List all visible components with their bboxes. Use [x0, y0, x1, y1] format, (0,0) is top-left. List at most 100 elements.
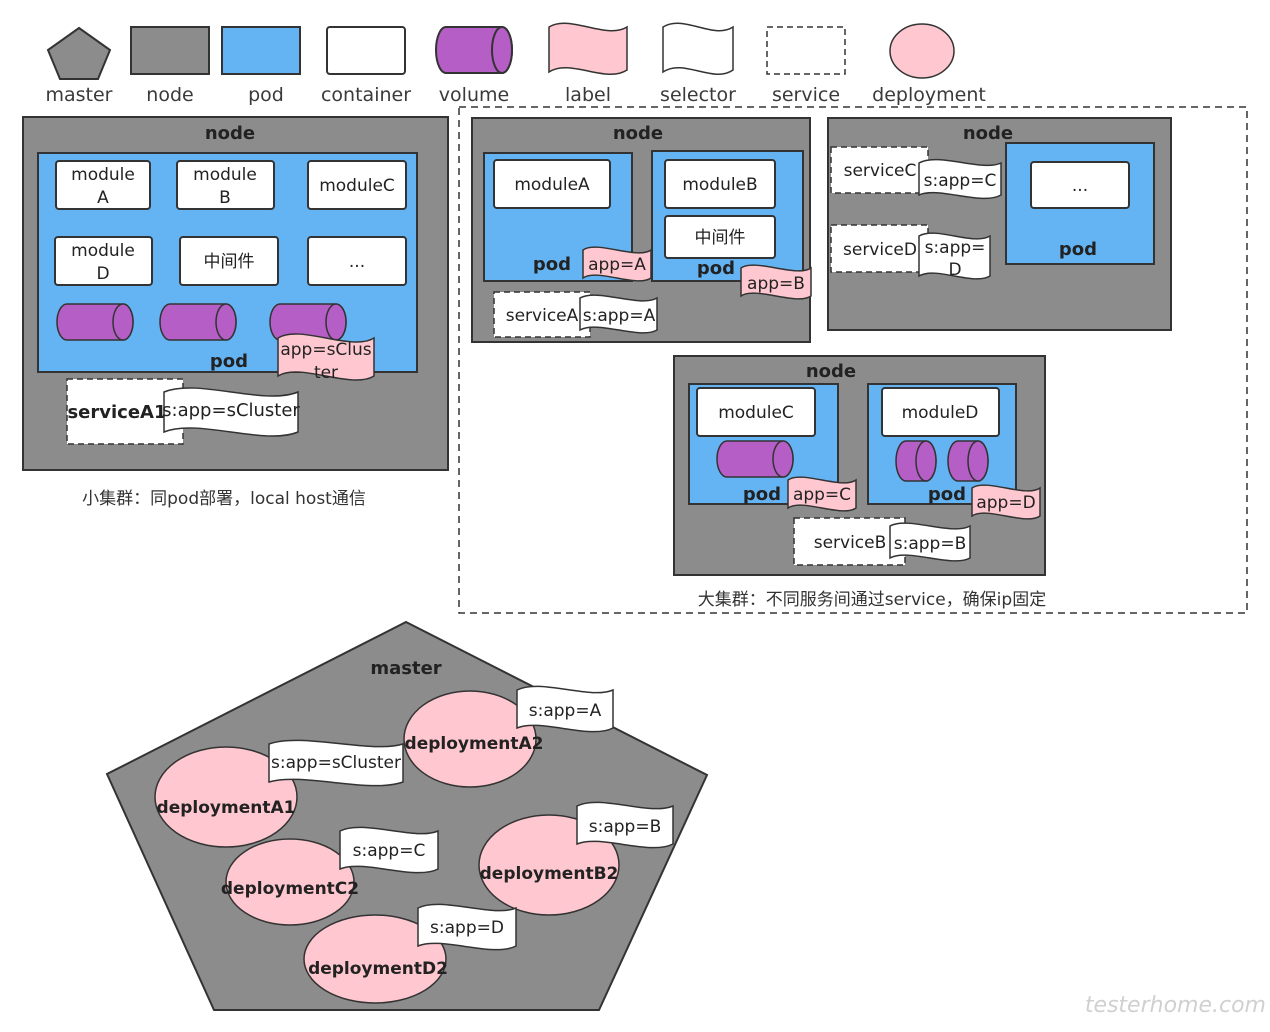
legend-volume-label: volume	[439, 84, 509, 106]
legend-container-label: container	[321, 84, 411, 106]
master: master deploymentA2 s:app=A deploymentA1…	[105, 620, 709, 1011]
deployment-b2-selector-text: s:app=B	[589, 817, 662, 837]
service-b-selector	[889, 522, 971, 562]
module-c-text: moduleC	[319, 176, 395, 196]
module-a-text-1: module	[71, 165, 135, 185]
legend-label-icon	[548, 22, 628, 75]
pod-node2-title: pod	[1059, 239, 1097, 260]
container-module-b	[176, 160, 275, 210]
service-a1-text: serviceA1	[67, 402, 166, 423]
legend-node-icon	[130, 26, 210, 75]
container-middleware	[179, 236, 279, 286]
service-a1-selector	[163, 387, 299, 437]
container-module-d-large	[881, 387, 1000, 437]
legend-master-label: master	[45, 84, 112, 106]
deployment-b2-text: deploymentB2	[480, 864, 619, 884]
deployment-c2	[225, 838, 355, 926]
pod-b-label	[740, 264, 812, 300]
small-pod-label-text-2: ter	[314, 363, 338, 383]
deployment-c2-selector	[339, 826, 439, 874]
pod-c-label	[787, 476, 857, 512]
middleware-text: 中间件	[204, 252, 255, 272]
service-a-text: serviceA	[506, 306, 579, 326]
more-text: ...	[349, 252, 365, 272]
large-cluster-boundary	[458, 106, 1248, 614]
large-node-2-title: node	[963, 123, 1013, 144]
service-b-selector-text: s:app=B	[894, 534, 967, 554]
module-d-large-text: moduleD	[902, 403, 979, 423]
legend-node-label: node	[146, 84, 193, 106]
pod-d-label-text: app=D	[976, 493, 1035, 513]
service-c	[830, 146, 929, 194]
small-cluster: node pod module A module B moduleC modul…	[22, 116, 449, 509]
deployment-a2-text: deploymentA2	[405, 734, 544, 754]
large-cluster-caption: 大集群：不同服务间通过service，确保ip固定	[698, 590, 1046, 610]
module-a-large-text: moduleA	[514, 175, 590, 195]
service-b	[793, 517, 906, 566]
deployment-a1	[154, 746, 298, 848]
container-module-a	[55, 160, 151, 210]
deployment-d2-selector	[417, 903, 517, 951]
deployment-b2-selector	[576, 801, 674, 849]
module-d-text-2: D	[96, 264, 109, 284]
large-cluster: node moduleA pod app=A moduleB 中间件 pod a…	[458, 106, 1248, 614]
watermark: testerhome.com	[1085, 993, 1266, 1018]
deployment-a1-selector	[268, 739, 404, 787]
pod-c-label-text: app=C	[793, 485, 851, 505]
pod-d-title: pod	[928, 484, 966, 505]
deployment-a2-selector-text: s:app=A	[529, 701, 602, 721]
volume-2	[159, 303, 237, 341]
volume-d-2	[947, 440, 989, 482]
pod-b-label-text: app=B	[747, 274, 805, 294]
container-module-c	[307, 160, 407, 210]
container-module-d	[54, 236, 153, 286]
container-middleware-large	[664, 215, 776, 259]
service-c-selector-text: s:app=C	[924, 171, 997, 191]
volume-d-1	[895, 440, 937, 482]
legend: master node pod container volume label s…	[45, 22, 986, 106]
container-module-a-large	[493, 159, 611, 209]
service-d-text: serviceD	[843, 240, 917, 260]
service-d-selector-text-1: s:app=	[925, 238, 986, 258]
module-a-text-2: A	[97, 188, 109, 208]
container-node2	[1030, 161, 1130, 209]
large-node-1-title: node	[613, 123, 663, 144]
module-b-text-2: B	[219, 188, 231, 208]
legend-container-icon	[326, 26, 406, 75]
module-c-large-text: moduleC	[718, 403, 794, 423]
master-title: master	[370, 658, 441, 679]
small-pod-label	[277, 333, 375, 381]
service-a1-selector-text: s:app=sCluster	[162, 400, 300, 421]
module-d-text-1: module	[71, 241, 135, 261]
module-b-large-text: moduleB	[682, 175, 757, 195]
legend-service-label: service	[772, 84, 840, 106]
pod-c-title: pod	[743, 484, 781, 505]
middleware-large-text: 中间件	[695, 228, 746, 248]
small-cluster-caption: 小集群：同pod部署，local host通信	[82, 489, 366, 509]
volume-1	[56, 303, 134, 341]
deployment-d2-text: deploymentD2	[308, 959, 448, 979]
deployment-a2-selector	[516, 685, 614, 733]
deployment-c2-selector-text: s:app=C	[353, 841, 426, 861]
deployment-c2-text: deploymentC2	[221, 879, 359, 899]
container-module-c-large	[696, 387, 816, 437]
legend-selector-icon	[662, 22, 734, 75]
container-more	[307, 236, 407, 286]
legend-deployment-icon	[889, 23, 955, 79]
volume-c	[716, 440, 794, 478]
service-c-selector	[918, 158, 1002, 200]
service-c-text: serviceC	[844, 161, 917, 181]
legend-master-icon	[46, 26, 112, 80]
large-node-3-title: node	[806, 361, 856, 382]
module-b-text-1: module	[193, 165, 257, 185]
legend-pod-label: pod	[248, 84, 284, 106]
service-d-selector	[918, 232, 991, 280]
pod-d-label	[971, 484, 1041, 520]
deployment-d2	[303, 914, 447, 1004]
service-a-selector	[579, 294, 658, 334]
deployment-a2	[403, 690, 537, 788]
service-d-selector-text-2: D	[948, 260, 961, 280]
legend-volume-icon	[435, 26, 513, 74]
deployment-d2-selector-text: s:app=D	[430, 918, 504, 938]
